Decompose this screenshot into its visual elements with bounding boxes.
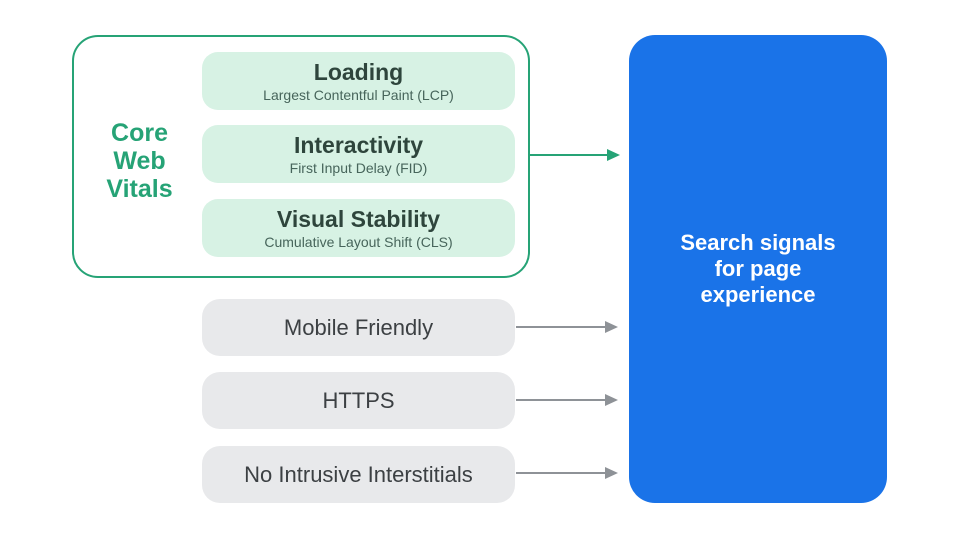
arrow-shaft [516, 472, 605, 474]
result-text-line: for page [714, 256, 802, 281]
signal-pill-https: HTTPS [202, 372, 515, 429]
no-intrusive-interstitials-arrow-icon [516, 467, 618, 479]
arrow-head [607, 149, 620, 161]
metric-title: Loading [313, 58, 404, 85]
core-web-vitals-label: Core Web Vitals [77, 119, 202, 203]
arrow-head [605, 467, 618, 479]
core-web-vitals-arrow-icon [530, 149, 620, 161]
https-arrow-icon [516, 394, 618, 406]
metric-subtitle: First Input Delay (FID) [289, 159, 428, 176]
metric-pill-loading: Loading Largest Contentful Paint (LCP) [202, 52, 515, 110]
search-signals-result-box: Search signals for page experience [629, 35, 887, 503]
arrow-shaft [530, 154, 607, 156]
metric-title: Interactivity [293, 131, 424, 158]
metric-pill-visual-stability: Visual Stability Cumulative Layout Shift… [202, 199, 515, 257]
signal-label: HTTPS [322, 387, 395, 413]
core-web-vitals-label-line: Vitals [106, 175, 173, 203]
arrow-head [605, 394, 618, 406]
arrow-head [605, 321, 618, 333]
signal-pill-no-intrusive-interstitials: No Intrusive Interstitials [202, 446, 515, 503]
result-text-line: Search signals [680, 230, 836, 255]
metric-subtitle: Largest Contentful Paint (LCP) [263, 86, 454, 103]
metric-pill-interactivity: Interactivity First Input Delay (FID) [202, 125, 515, 183]
signal-label: Mobile Friendly [283, 314, 434, 340]
metric-subtitle: Cumulative Layout Shift (CLS) [264, 233, 453, 250]
arrow-shaft [516, 326, 605, 328]
signal-label: No Intrusive Interstitials [244, 461, 473, 487]
signal-pill-mobile-friendly: Mobile Friendly [202, 299, 515, 356]
core-web-vitals-label-line: Web [113, 147, 166, 175]
metric-title: Visual Stability [276, 205, 441, 232]
result-text-line: experience [700, 282, 816, 307]
arrow-shaft [516, 399, 605, 401]
core-web-vitals-label-line: Core [111, 119, 168, 147]
mobile-friendly-arrow-icon [516, 321, 618, 333]
